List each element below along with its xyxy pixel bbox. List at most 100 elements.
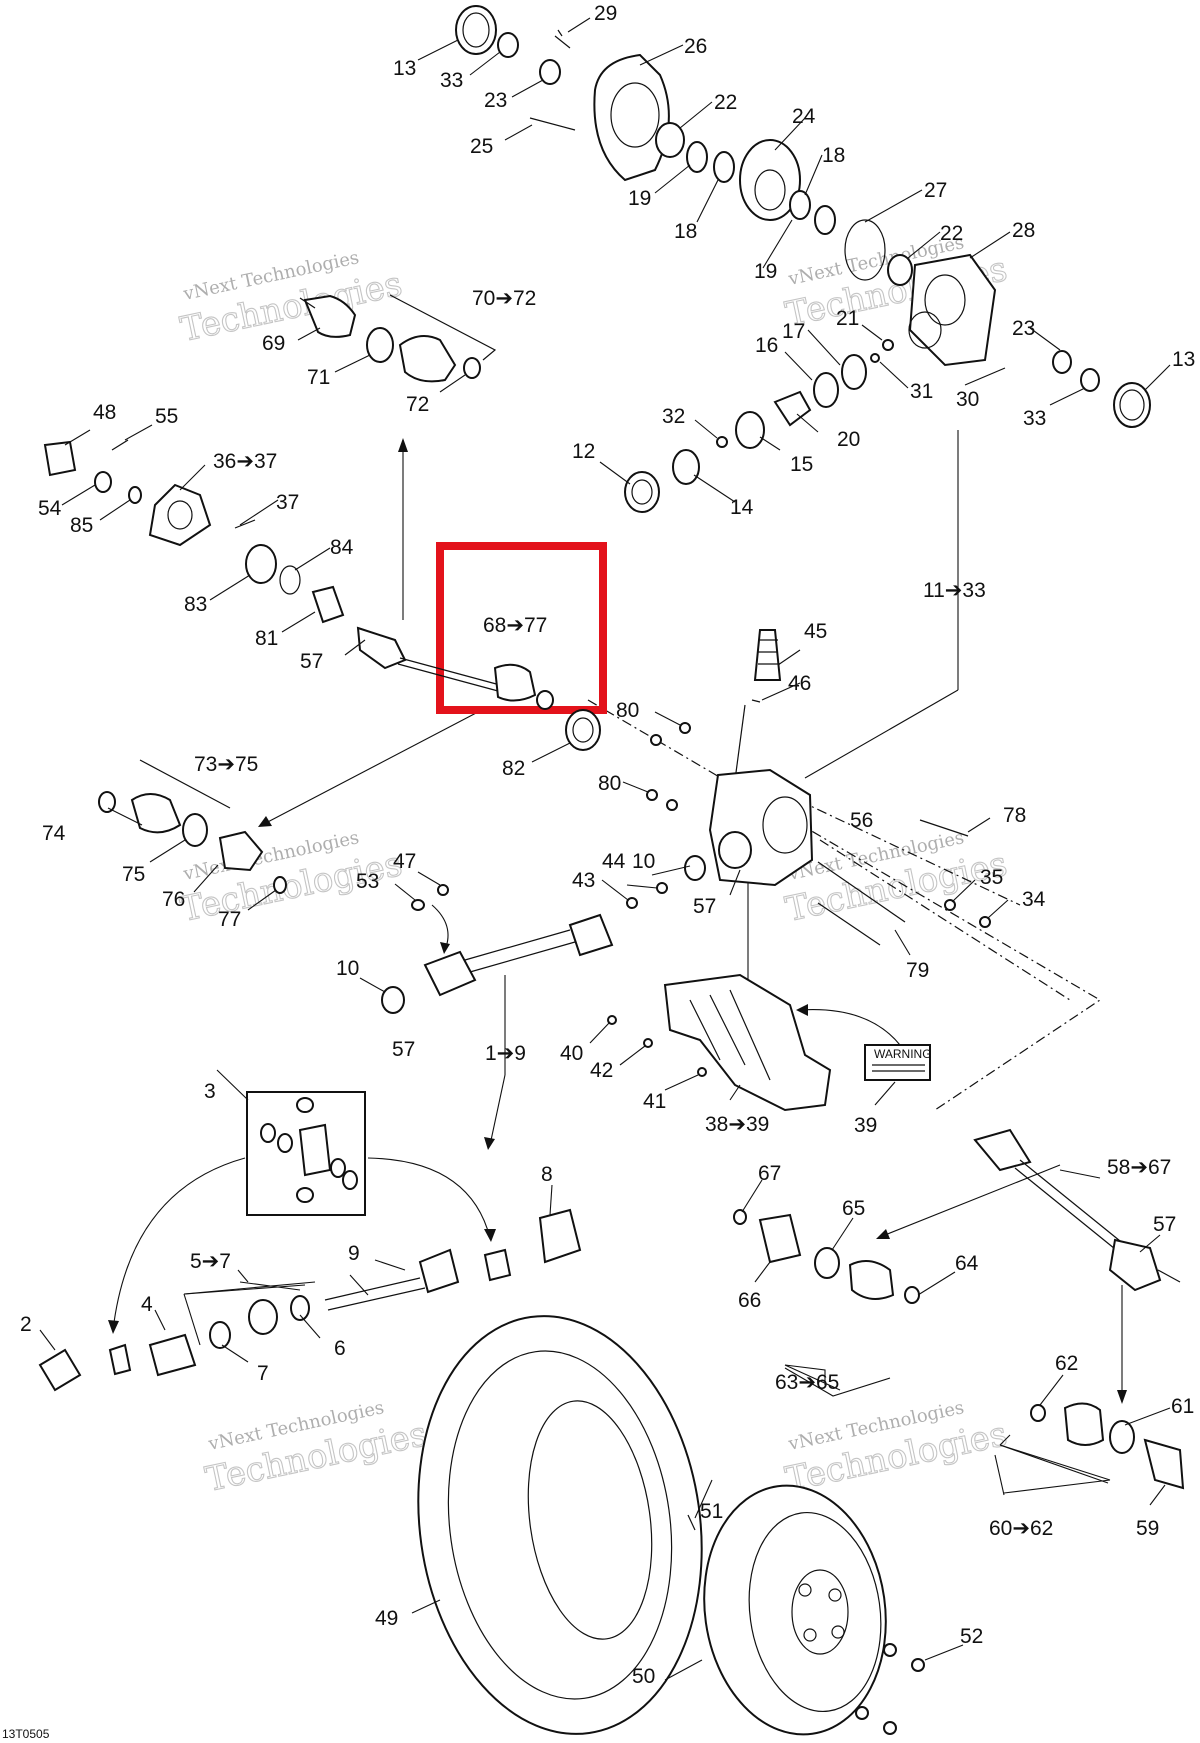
callout-label: 20 bbox=[837, 428, 860, 451]
callout-label: 19 bbox=[754, 260, 777, 283]
callout-label: 56 bbox=[850, 809, 873, 832]
callout-label: 78 bbox=[1003, 804, 1026, 827]
callout-label: 80 bbox=[598, 772, 621, 795]
callout-label: 13 bbox=[1172, 348, 1195, 371]
callout-label: 64 bbox=[955, 1252, 979, 1275]
callout-leaders bbox=[39, 17, 1171, 1681]
callout-label: 84 bbox=[330, 536, 354, 559]
callout-label: 13 bbox=[393, 57, 416, 80]
callout-label: 34 bbox=[1022, 888, 1046, 911]
callout-label: 12 bbox=[572, 440, 595, 463]
callout-label: 18 bbox=[822, 144, 845, 167]
callout-label: 57 bbox=[1153, 1213, 1176, 1236]
callout-label: 37 bbox=[276, 491, 299, 514]
parts-driveshaft bbox=[381, 884, 614, 1014]
callout-label: 49 bbox=[375, 1607, 398, 1630]
highlight-box bbox=[436, 542, 607, 714]
callout-labels: 13 33 23 25 29 26 22 24 18 19 18 27 19 2… bbox=[20, 2, 1195, 1688]
callout-label: 85 bbox=[70, 514, 93, 537]
callout-label: 8 bbox=[541, 1163, 553, 1186]
warning-label-title: WARNING bbox=[874, 1047, 932, 1061]
callout-label: 30 bbox=[956, 388, 979, 411]
callout-label: 59 bbox=[1136, 1517, 1159, 1540]
callout-label: 23 bbox=[1012, 317, 1035, 340]
callout-label: 18 bbox=[674, 220, 697, 243]
parts-boot-assembly-left bbox=[98, 759, 287, 894]
callout-label: 39 bbox=[854, 1114, 877, 1137]
callout-label: 81 bbox=[255, 627, 278, 650]
callout-label: 32 bbox=[662, 405, 685, 428]
callout-label: 14 bbox=[730, 496, 754, 519]
callout-label: 77 bbox=[218, 908, 241, 931]
callout-label: 31 bbox=[910, 380, 933, 403]
parts-hub-left bbox=[43, 439, 554, 710]
callout-label: 60➔62 bbox=[989, 1517, 1053, 1540]
callout-label: 51 bbox=[700, 1500, 723, 1523]
callout-label: 2 bbox=[20, 1313, 32, 1336]
callout-label: 71 bbox=[307, 366, 330, 389]
callout-label: 63➔65 bbox=[775, 1371, 839, 1394]
callout-label: 22 bbox=[940, 222, 963, 245]
parts-top-differential bbox=[455, 5, 1151, 513]
parts-right-axle bbox=[733, 1128, 1185, 1490]
connector-lines bbox=[108, 430, 1127, 1404]
callout-label: 69 bbox=[262, 332, 285, 355]
callout-label: 53 bbox=[356, 870, 379, 893]
callout-label: 22 bbox=[714, 91, 737, 114]
callout-label: 65 bbox=[842, 1197, 865, 1220]
parts-guard: WARNING bbox=[607, 973, 932, 1112]
callout-label: 70➔72 bbox=[472, 287, 536, 310]
callout-label: 4 bbox=[141, 1293, 153, 1316]
callout-label: 76 bbox=[162, 888, 185, 911]
diagram-code: 13T0505 bbox=[2, 1727, 50, 1741]
callout-label: 45 bbox=[804, 620, 827, 643]
callout-label: 1➔9 bbox=[485, 1042, 526, 1065]
callout-label: 41 bbox=[643, 1090, 666, 1113]
callout-label: 57 bbox=[392, 1038, 415, 1061]
callout-label: 26 bbox=[684, 35, 707, 58]
callout-label: 68➔77 bbox=[483, 614, 547, 637]
callout-label: 24 bbox=[792, 105, 816, 128]
callout-label: 46 bbox=[788, 672, 811, 695]
callout-label: 3 bbox=[204, 1080, 216, 1103]
callout-label: 17 bbox=[782, 320, 805, 343]
callout-label: 15 bbox=[790, 453, 813, 476]
callout-label: 52 bbox=[960, 1625, 983, 1648]
callout-label: 40 bbox=[560, 1042, 583, 1065]
callout-label: 72 bbox=[406, 393, 429, 416]
callout-label: 62 bbox=[1055, 1352, 1078, 1375]
callout-label: 61 bbox=[1171, 1395, 1194, 1418]
callout-label: 43 bbox=[572, 869, 595, 892]
callout-label: 74 bbox=[42, 822, 66, 845]
callout-label: 42 bbox=[590, 1059, 613, 1082]
callout-label: 29 bbox=[594, 2, 617, 25]
callout-label: 57 bbox=[300, 650, 323, 673]
callout-label: 16 bbox=[755, 334, 778, 357]
callout-label: 33 bbox=[440, 69, 463, 92]
callout-label: 80 bbox=[616, 699, 639, 722]
callout-label: 82 bbox=[502, 757, 525, 780]
callout-label: 21 bbox=[836, 307, 859, 330]
parts-ujoint-box bbox=[246, 1091, 366, 1216]
callout-label: 44 bbox=[602, 850, 626, 873]
callout-label: 54 bbox=[38, 497, 62, 520]
callout-label: 28 bbox=[1012, 219, 1035, 242]
callout-label: 58➔67 bbox=[1107, 1156, 1171, 1179]
callout-label: 67 bbox=[758, 1162, 781, 1185]
callout-label: 79 bbox=[906, 959, 929, 982]
parts-boot-assembly-top bbox=[299, 294, 497, 383]
callout-label: 38➔39 bbox=[705, 1113, 769, 1136]
parts-wheel bbox=[417, 1315, 925, 1736]
callout-label: 11➔33 bbox=[923, 579, 986, 602]
callout-label: 7 bbox=[257, 1362, 269, 1385]
callout-label: 33 bbox=[1023, 407, 1046, 430]
callout-label: 36➔37 bbox=[213, 450, 277, 473]
callout-label: 9 bbox=[348, 1242, 360, 1265]
callout-label: 66 bbox=[738, 1289, 761, 1312]
callout-label: 27 bbox=[924, 179, 947, 202]
callout-label: 55 bbox=[155, 405, 178, 428]
callout-label: 47 bbox=[393, 850, 416, 873]
callout-label: 6 bbox=[334, 1337, 346, 1360]
callout-label: 83 bbox=[184, 593, 207, 616]
